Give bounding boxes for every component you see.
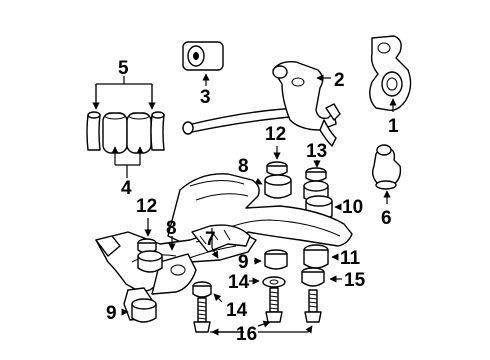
- leader-5: [95, 83, 153, 108]
- callout-5: 5: [118, 58, 129, 79]
- callout-3: 3: [200, 87, 211, 108]
- callout-14-upper: 14: [228, 272, 250, 293]
- callout-2: 2: [334, 70, 345, 91]
- mount-15: [301, 267, 342, 287]
- callout-labels: 5 3 2 1 4 12 13 8 6 10 7 12 8 9 11 14 15…: [106, 58, 399, 345]
- bolt-16b: [265, 287, 283, 323]
- bushing-4b: [126, 112, 152, 154]
- bushing-5a: [86, 111, 101, 151]
- mount-13: [303, 160, 329, 202]
- bushing-5b: [150, 111, 165, 151]
- callout-7: 7: [205, 229, 216, 250]
- mount-8-left: [137, 236, 176, 273]
- ball-joint-6: [371, 144, 402, 204]
- callout-8-left: 8: [166, 218, 177, 239]
- frame-7: [95, 173, 353, 321]
- mount-9-right: [254, 249, 288, 270]
- mount-9-left: [121, 298, 157, 323]
- callout-16: 16: [236, 324, 257, 345]
- callout-14-lower: 14: [226, 300, 248, 321]
- callout-12-left: 12: [136, 196, 157, 217]
- callout-6: 6: [381, 208, 392, 229]
- knuckle-1: [369, 35, 412, 112]
- callout-11: 11: [340, 248, 361, 269]
- callout-15: 15: [344, 270, 366, 291]
- control-arm-2: [182, 60, 341, 147]
- washer-14-upper: [249, 276, 286, 288]
- callout-4: 4: [121, 178, 132, 199]
- callout-1: 1: [388, 116, 399, 137]
- bolt-16c: [304, 289, 322, 323]
- callout-9-left: 9: [106, 303, 117, 324]
- callout-8-upper: 8: [238, 156, 249, 177]
- bushing-set: [86, 76, 165, 178]
- washer-14-lower: [192, 281, 223, 303]
- bolt-16a: [193, 297, 211, 333]
- mount-8-upper: [254, 174, 292, 199]
- callout-9-right: 9: [238, 252, 249, 273]
- callout-12-upper: 12: [265, 124, 286, 145]
- mount-12-upper: [266, 146, 288, 176]
- bushing-3: [182, 41, 224, 86]
- callout-10: 10: [342, 197, 363, 218]
- mount-12-left: [137, 218, 157, 254]
- callout-13: 13: [306, 141, 327, 162]
- mount-11: [303, 244, 339, 269]
